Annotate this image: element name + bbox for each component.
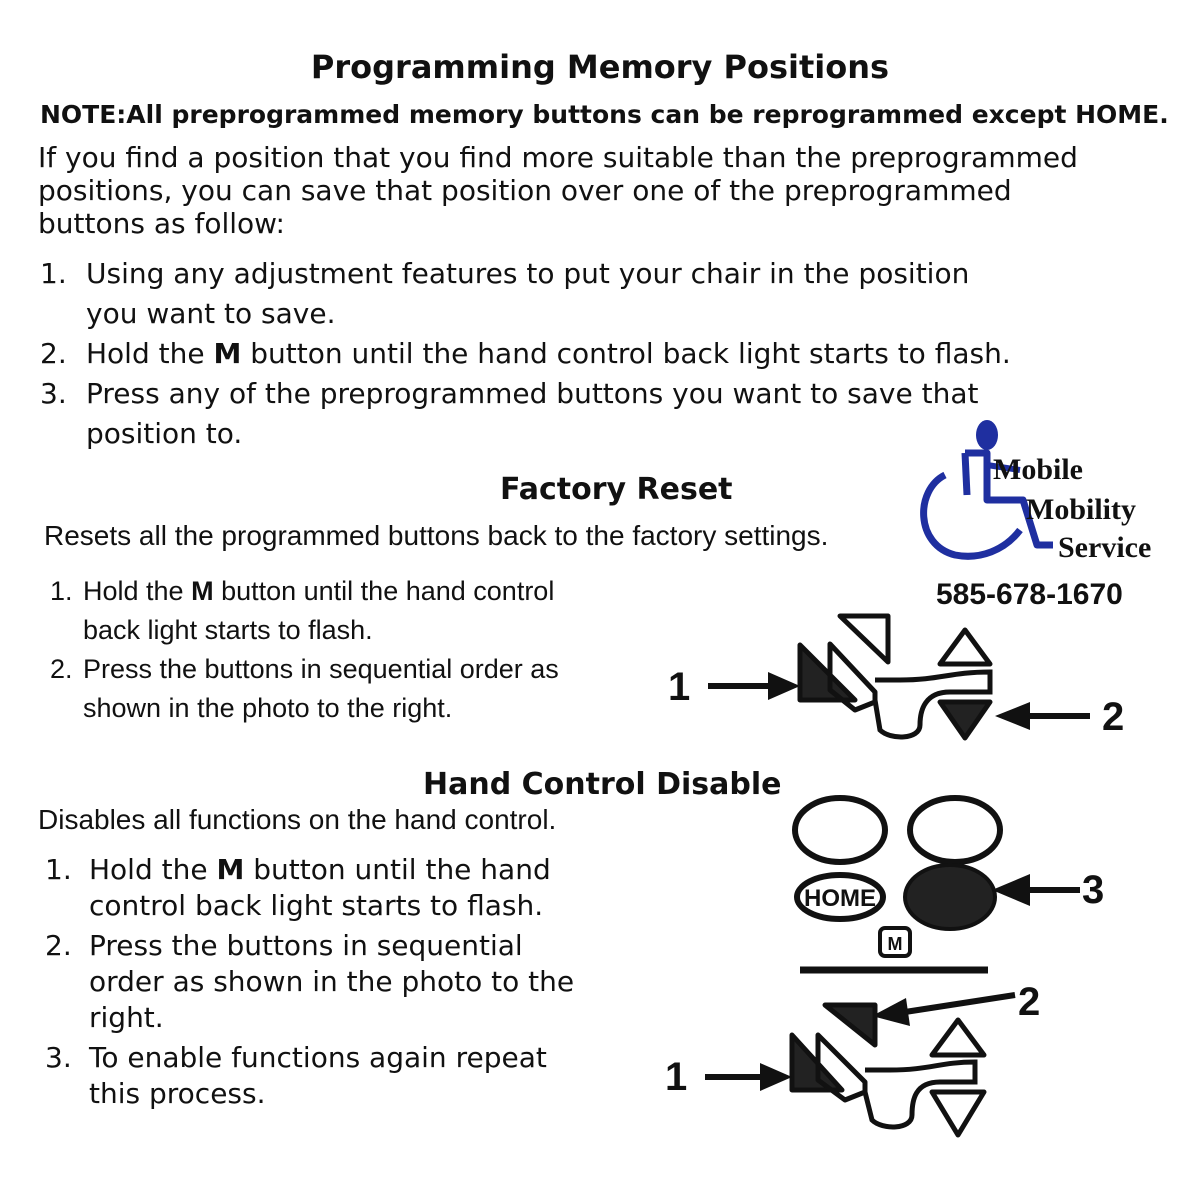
phone-number: 585-678-1670 [936, 578, 1123, 611]
logo-text-line: Service [1058, 531, 1152, 564]
wheelchair-logo-icon [920, 420, 1053, 560]
factory-reset-steps: 1. Hold the M button until the hand cont… [50, 572, 559, 728]
disable-step: 3. To enable functions again repeat this… [45, 1040, 574, 1112]
hand-control-disable-title: Hand Control Disable [423, 767, 782, 802]
hand-control-disable-description: Disables all functions on the hand contr… [38, 804, 557, 835]
factory-reset-title: Factory Reset [500, 472, 733, 507]
logo-text-line: Mobile [993, 453, 1083, 486]
m-button-label: M [888, 934, 903, 954]
callout-1: 1 [665, 1055, 687, 1099]
step-number: 2. [45, 929, 72, 962]
step-text: Press the buttons in sequential [89, 929, 523, 962]
tilt-back-button-icon [822, 1002, 878, 1048]
memory-button-icon [792, 795, 888, 865]
memory-step: 3. Press any of the preprogrammed button… [40, 374, 1011, 454]
step-text: right. [89, 1001, 164, 1034]
logo-text-line: Mobility [1026, 493, 1136, 526]
up-arrow-icon [929, 1017, 987, 1058]
callout-3: 3 [1082, 868, 1104, 912]
step-text-pre: Hold the [89, 853, 217, 886]
memory-steps-list: 1. Using any adjustment features to put … [40, 254, 1011, 454]
note-text: NOTE:All preprogrammed memory buttons ca… [40, 100, 1169, 129]
intro-line: positions, you can save that position ov… [38, 174, 1012, 207]
step-text: Hold the M button until the hand [89, 852, 574, 888]
arrow-left-icon [992, 874, 1080, 906]
up-arrow-icon [937, 627, 993, 667]
step-text-post: button until the hand control [213, 576, 555, 606]
step-text: position to. [86, 417, 243, 450]
step-number: 1. [40, 257, 67, 290]
step-text: Hold the M button until the hand control [83, 572, 559, 611]
memory-step: 1. Using any adjustment features to put … [40, 254, 1011, 334]
tilt-button-diagram [797, 613, 891, 713]
arrow-left-icon [995, 702, 1090, 730]
chair-outline [862, 1059, 978, 1130]
reset-button-diagram: 1 2 [668, 613, 1124, 741]
intro-paragraph: If you find a position that you find mor… [38, 141, 1178, 240]
callout-1: 1 [668, 665, 690, 709]
reset-step: 2. Press the buttons in sequential order… [50, 650, 559, 728]
step-number: 1. [50, 576, 73, 606]
step-text: this process. [89, 1077, 266, 1110]
m-button-ref: M [191, 576, 214, 606]
step-text: Press the buttons in sequential order as [83, 654, 559, 684]
disable-step: 2. Press the buttons in sequential order… [45, 928, 574, 1036]
step-number: 1. [45, 853, 72, 886]
step-text: you want to save. [86, 297, 336, 330]
arrow-left-icon [872, 992, 1016, 1026]
down-arrow-icon [929, 1089, 987, 1138]
step-text: shown in the photo to the right. [83, 693, 453, 723]
home-button-label: HOME [804, 885, 876, 912]
step-text: control back light starts to flash. [89, 889, 544, 922]
step-text: Press any of the preprogrammed buttons y… [86, 377, 979, 410]
arrow-right-icon [708, 672, 800, 700]
step-text: To enable functions again repeat [89, 1041, 547, 1074]
chair-outline [872, 669, 993, 740]
home-button-icon [794, 872, 886, 922]
step-text-post: button until the hand control back light… [241, 337, 1011, 370]
disable-button-diagram: HOME 3 M 2 1 [665, 795, 1104, 1138]
memory-step: 2. Hold the M button until the hand cont… [40, 334, 1011, 374]
factory-reset-description: Resets all the programmed buttons back t… [44, 520, 829, 551]
step-text-pre: Hold the [83, 576, 192, 606]
memory-button-filled-icon [903, 863, 997, 931]
m-button-ref: M [216, 853, 245, 886]
step-number: 2. [50, 654, 73, 684]
step-text: Using any adjustment features to put you… [86, 257, 970, 290]
page-title: Programming Memory Positions [310, 48, 890, 86]
down-arrow-icon [937, 699, 993, 741]
m-button-ref: M [213, 337, 242, 370]
step-text-post: button until the hand [244, 853, 551, 886]
step-text-pre: Hold the [86, 337, 214, 370]
step-text: back light starts to flash. [83, 615, 373, 645]
callout-2: 2 [1102, 695, 1124, 739]
step-number: 2. [40, 337, 67, 370]
reset-step: 1. Hold the M button until the hand cont… [50, 572, 559, 650]
callout-2: 2 [1018, 980, 1040, 1024]
recline-button-icon [815, 1032, 868, 1103]
intro-line: If you find a position that you find mor… [38, 141, 1078, 174]
disable-step: 1. Hold the M button until the hand cont… [45, 852, 574, 924]
step-number: 3. [45, 1041, 72, 1074]
step-text: Hold the M button until the hand control… [86, 334, 1011, 374]
memory-button-icon [907, 795, 1003, 865]
arrow-right-icon [705, 1063, 792, 1091]
hand-control-disable-steps: 1. Hold the M button until the hand cont… [45, 852, 574, 1116]
step-text: order as shown in the photo to the [89, 965, 575, 998]
step-number: 3. [40, 377, 67, 410]
m-button-icon [878, 926, 912, 958]
intro-line: buttons as follow: [38, 207, 285, 240]
